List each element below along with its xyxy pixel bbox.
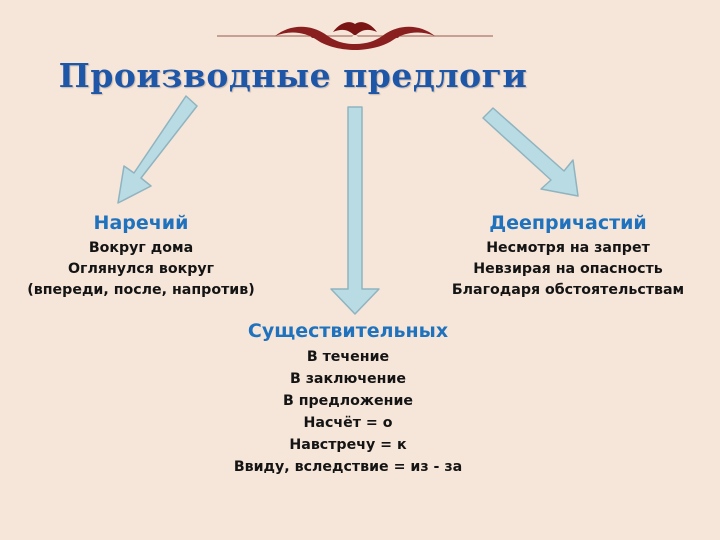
arrow-to-nouns <box>330 106 380 315</box>
gerunds-heading: Деепричастий <box>489 212 647 234</box>
adverbs-line: Вокруг дома <box>88 240 194 256</box>
nouns-line: В заключение <box>289 371 407 387</box>
decorative-ornament <box>217 22 493 50</box>
nouns-line: Ввиду, вследствие = из - за <box>233 459 463 475</box>
gerunds-line: Невзирая на опасность <box>473 261 663 277</box>
nouns-line: Навстречу = к <box>289 437 407 453</box>
nouns-heading: Существительных <box>247 320 449 342</box>
nouns-block: Существительных В течение В заключение В… <box>198 320 498 478</box>
nouns-line: В течение <box>306 349 390 365</box>
adverbs-heading: Наречий <box>93 212 189 234</box>
nouns-line: В предложение <box>282 393 414 409</box>
gerunds-line: Благодаря обстоятельствам <box>451 282 685 298</box>
arrow-to-gerunds <box>482 107 579 197</box>
adverbs-line: (впереди, после, напротив) <box>27 282 255 298</box>
arrow-to-adverbs-shape <box>117 95 198 204</box>
adverbs-block: Наречий Вокруг дома Оглянулся вокруг (вп… <box>10 212 272 301</box>
gerunds-block: Деепричастий Несмотря на запрет Невзирая… <box>430 212 706 301</box>
gerunds-line: Несмотря на запрет <box>486 240 650 256</box>
nouns-line: Насчёт = о <box>303 415 393 431</box>
page-title: Производные предлоги <box>58 56 528 95</box>
adverbs-line: Оглянулся вокруг <box>67 261 215 277</box>
